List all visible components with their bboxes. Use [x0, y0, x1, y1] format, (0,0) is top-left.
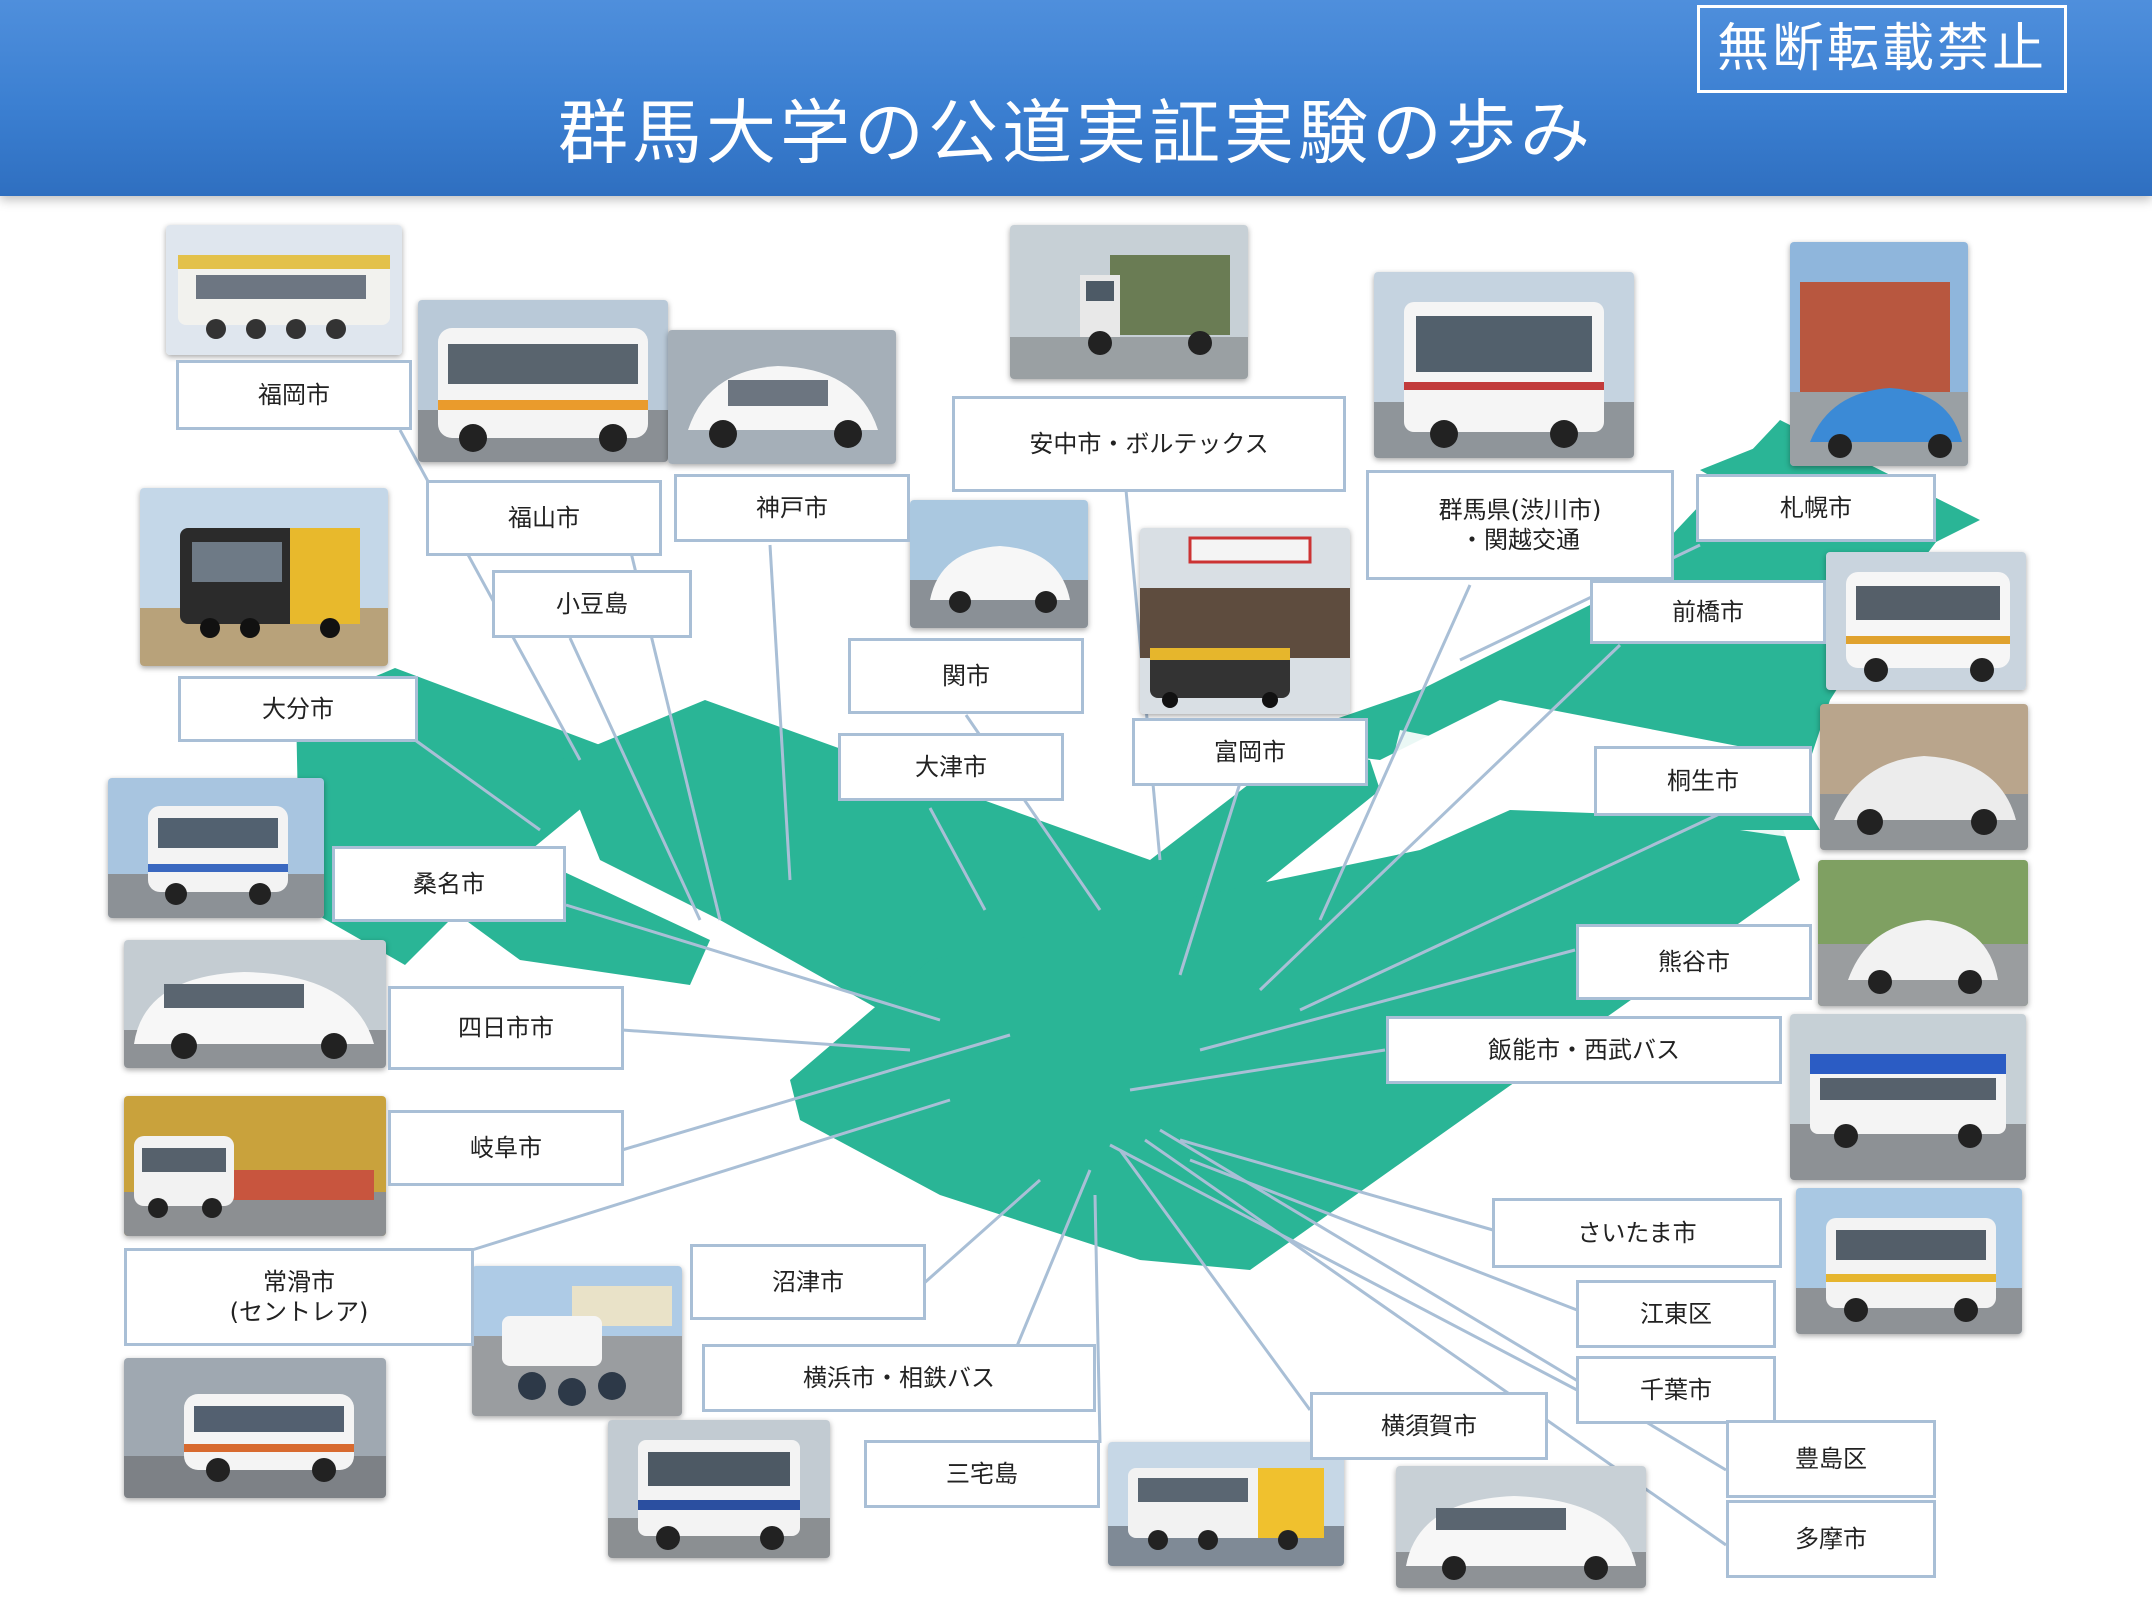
- bus-icon: [1796, 1188, 2022, 1334]
- bus-icon: [1790, 1014, 2026, 1180]
- photo-kiryu-car: [1820, 704, 2028, 850]
- bus-icon: [124, 1096, 386, 1236]
- location-label-gunma: 群馬県(渋川市) ・関越交通: [1366, 470, 1674, 580]
- photo-fukuoka-vehicle: [166, 225, 402, 355]
- car-icon: [668, 330, 896, 464]
- location-label-toshima: 豊島区: [1726, 1420, 1936, 1498]
- photo-seki-car: [910, 500, 1088, 628]
- location-label-tokoname: 常滑市 (セントレア): [124, 1248, 474, 1346]
- location-label-tomioka: 富岡市: [1132, 718, 1368, 786]
- no-reproduction-stamp: 無断転載禁止: [1697, 5, 2067, 93]
- photo-saitama-bus: [1796, 1188, 2022, 1334]
- bus-icon: [124, 1358, 386, 1498]
- van-icon: [124, 940, 386, 1068]
- car-icon: [1790, 242, 1968, 466]
- photo-maebashi-bus: [1826, 552, 2026, 690]
- bus-icon: [1826, 552, 2026, 690]
- location-label-miyakejima: 三宅島: [864, 1440, 1100, 1508]
- location-label-fukuoka: 福岡市: [176, 360, 412, 430]
- photo-tokoname-bus: [124, 1358, 386, 1498]
- location-label-tama: 多摩市: [1726, 1500, 1936, 1578]
- header-banner: 群馬大学の公道実証実験の歩み 無断転載禁止: [0, 0, 2152, 196]
- photo-hanno-bus: [1790, 1014, 2026, 1180]
- location-label-kumagaya: 熊谷市: [1576, 924, 1812, 1000]
- location-label-yokkaichi: 四日市市: [388, 986, 624, 1070]
- location-label-seki: 関市: [848, 638, 1084, 714]
- location-label-annaka: 安中市・ボルテックス: [952, 396, 1346, 492]
- event-photo-icon: [1140, 528, 1350, 714]
- location-label-saitama: さいたま市: [1492, 1198, 1782, 1268]
- photo-gunma-bus: [1374, 272, 1634, 458]
- bus-icon: [140, 488, 388, 666]
- photo-yokkaichi-van: [124, 940, 386, 1068]
- photo-numazu-crowd: [472, 1266, 682, 1416]
- photo-gifu-bus: [124, 1096, 386, 1236]
- location-label-otsu: 大津市: [838, 733, 1064, 801]
- region-kanto-main: [790, 810, 1800, 1270]
- location-label-kobe: 神戸市: [674, 474, 910, 542]
- photo-kobe-car: [668, 330, 896, 464]
- bus-icon: [1108, 1442, 1344, 1566]
- bus-icon: [108, 778, 324, 918]
- photo-miyakejima-vehicle: [1108, 1442, 1344, 1566]
- location-label-oita: 大分市: [178, 676, 418, 742]
- bus-icon: [418, 300, 668, 462]
- car-icon: [910, 500, 1088, 628]
- location-label-shodoshima: 小豆島: [492, 570, 692, 638]
- location-label-kiryu: 桐生市: [1594, 746, 1812, 816]
- location-label-yokohama: 横浜市・相鉄バス: [702, 1344, 1096, 1412]
- bus-icon: [166, 225, 402, 355]
- photo-tomioka-event: [1140, 528, 1350, 714]
- location-label-fukuyama: 福山市: [426, 480, 662, 556]
- photo-sapporo-car: [1790, 242, 1968, 466]
- photo-kuwana-bus: [108, 778, 324, 918]
- event-photo-icon: [472, 1266, 682, 1416]
- location-label-maebashi: 前橋市: [1590, 580, 1826, 644]
- photo-kumagaya-car: [1818, 860, 2028, 1006]
- car-icon: [1818, 860, 2028, 1006]
- location-label-numazu: 沼津市: [690, 1244, 926, 1320]
- photo-yokohama-bus: [608, 1420, 830, 1558]
- photo-annaka-truck: [1010, 225, 1248, 379]
- photo-yokosuka-van: [1396, 1466, 1646, 1588]
- photo-oita-vehicle: [140, 488, 388, 666]
- location-label-kuwana: 桑名市: [332, 846, 566, 922]
- location-label-koto: 江東区: [1576, 1280, 1776, 1348]
- location-label-gifu: 岐阜市: [388, 1110, 624, 1186]
- location-label-yokosuka: 横須賀市: [1310, 1392, 1548, 1460]
- location-label-chiba: 千葉市: [1576, 1356, 1776, 1424]
- truck-icon: [1010, 225, 1248, 379]
- location-label-sapporo: 札幌市: [1696, 474, 1936, 542]
- photo-fukuyama-bus: [418, 300, 668, 462]
- bus-icon: [1374, 272, 1634, 458]
- van-icon: [1396, 1466, 1646, 1588]
- car-icon: [1820, 704, 2028, 850]
- page-title: 群馬大学の公道実証実験の歩み: [558, 92, 1594, 174]
- location-label-hanno: 飯能市・西武バス: [1386, 1016, 1782, 1084]
- bus-icon: [608, 1420, 830, 1558]
